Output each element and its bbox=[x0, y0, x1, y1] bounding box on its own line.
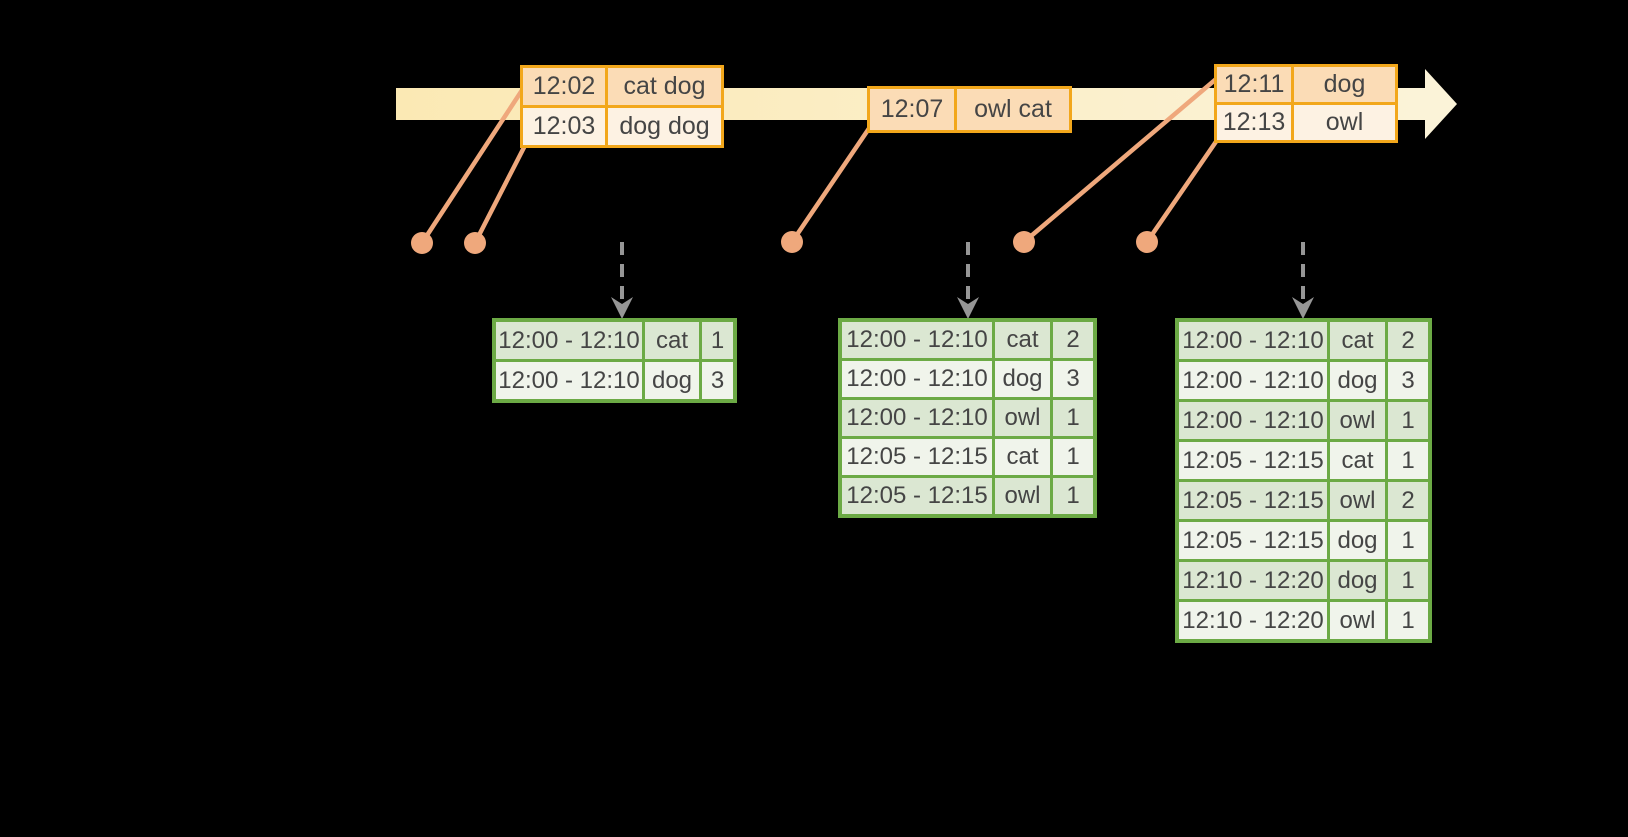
count-cell: 2 bbox=[1388, 482, 1428, 519]
arrow-right-icon bbox=[1425, 69, 1457, 139]
event-words-cell: owl cat bbox=[957, 89, 1069, 130]
word-cell: owl bbox=[1330, 482, 1385, 519]
word-cell: dog bbox=[645, 362, 699, 399]
word-cell: owl bbox=[995, 400, 1050, 436]
result-row: 12:05 - 12:15 cat 1 bbox=[1179, 442, 1428, 479]
word-cell: owl bbox=[1330, 402, 1385, 439]
connector-line-12-11 bbox=[1021, 71, 1225, 245]
window-cell: 12:00 - 12:10 bbox=[842, 400, 992, 436]
result-row: 12:05 - 12:15 cat 1 bbox=[842, 439, 1093, 475]
result-row: 12:00 - 12:10 owl 1 bbox=[1179, 402, 1428, 439]
word-cell: cat bbox=[995, 322, 1050, 358]
window-cell: 12:00 - 12:10 bbox=[1179, 402, 1327, 439]
event-row: 12:13 owl bbox=[1217, 105, 1395, 140]
connector-line-12-07 bbox=[789, 121, 875, 245]
count-cell: 2 bbox=[1053, 322, 1093, 358]
event-time-cell: 12:02 bbox=[523, 68, 605, 105]
result-row: 12:10 - 12:20 owl 1 bbox=[1179, 602, 1428, 639]
event-dot bbox=[781, 231, 803, 253]
count-cell: 3 bbox=[1388, 362, 1428, 399]
event-row: 12:02 cat dog bbox=[523, 68, 721, 105]
word-cell: cat bbox=[995, 439, 1050, 475]
event-dots bbox=[411, 231, 1158, 254]
result-row: 12:05 - 12:15 owl 2 bbox=[1179, 482, 1428, 519]
window-cell: 12:00 - 12:10 bbox=[1179, 322, 1327, 359]
window-cell: 12:10 - 12:20 bbox=[1179, 602, 1327, 639]
result-table-3: 12:00 - 12:10 cat 2 12:00 - 12:10 dog 3 … bbox=[1175, 318, 1432, 643]
event-table-1: 12:02 cat dog 12:03 dog dog bbox=[520, 65, 724, 148]
dashed-trigger-arrows bbox=[611, 242, 1314, 319]
event-dot bbox=[411, 232, 433, 254]
word-cell: cat bbox=[645, 322, 699, 359]
count-cell: 1 bbox=[1053, 439, 1093, 475]
event-row: 12:11 dog bbox=[1217, 67, 1395, 102]
result-table-1: 12:00 - 12:10 cat 1 12:00 - 12:10 dog 3 bbox=[492, 318, 737, 403]
window-cell: 12:00 - 12:10 bbox=[1179, 362, 1327, 399]
event-row: 12:07 owl cat bbox=[870, 89, 1069, 130]
result-row: 12:05 - 12:15 dog 1 bbox=[1179, 522, 1428, 559]
arrow-down-icon bbox=[1292, 297, 1314, 319]
result-row: 12:00 - 12:10 cat 2 bbox=[842, 322, 1093, 358]
event-words-cell: cat dog bbox=[608, 68, 721, 105]
word-cell: dog bbox=[1330, 562, 1385, 599]
event-time-cell: 12:11 bbox=[1217, 67, 1291, 102]
event-words-cell: dog dog bbox=[608, 108, 721, 145]
arrow-down-icon bbox=[611, 297, 633, 319]
window-cell: 12:00 - 12:10 bbox=[496, 322, 642, 359]
window-cell: 12:00 - 12:10 bbox=[842, 322, 992, 358]
count-cell: 1 bbox=[1053, 400, 1093, 436]
window-cell: 12:05 - 12:15 bbox=[842, 439, 992, 475]
connector-line-12-13 bbox=[1144, 127, 1227, 245]
count-cell: 1 bbox=[1388, 402, 1428, 439]
event-dot bbox=[1136, 231, 1158, 253]
event-row: 12:03 dog dog bbox=[523, 108, 721, 145]
connector-line-12-02 bbox=[419, 75, 533, 246]
word-cell: dog bbox=[1330, 522, 1385, 559]
result-row: 12:10 - 12:20 dog 1 bbox=[1179, 562, 1428, 599]
event-time-cell: 12:03 bbox=[523, 108, 605, 145]
window-cell: 12:05 - 12:15 bbox=[1179, 522, 1327, 559]
count-cell: 1 bbox=[1053, 478, 1093, 514]
event-words-cell: dog bbox=[1294, 67, 1395, 102]
event-table-3: 12:11 dog 12:13 owl bbox=[1214, 64, 1398, 143]
event-time-cell: 12:13 bbox=[1217, 105, 1291, 140]
word-cell: cat bbox=[1330, 442, 1385, 479]
result-row: 12:00 - 12:10 owl 1 bbox=[842, 400, 1093, 436]
window-cell: 12:10 - 12:20 bbox=[1179, 562, 1327, 599]
count-cell: 1 bbox=[1388, 442, 1428, 479]
window-cell: 12:05 - 12:15 bbox=[1179, 442, 1327, 479]
result-row: 12:00 - 12:10 dog 3 bbox=[496, 362, 733, 399]
word-cell: owl bbox=[1330, 602, 1385, 639]
count-cell: 2 bbox=[1388, 322, 1428, 359]
count-cell: 1 bbox=[702, 322, 733, 359]
count-cell: 3 bbox=[702, 362, 733, 399]
result-row: 12:05 - 12:15 owl 1 bbox=[842, 478, 1093, 514]
result-row: 12:00 - 12:10 cat 1 bbox=[496, 322, 733, 359]
count-cell: 1 bbox=[1388, 522, 1428, 559]
result-table-2: 12:00 - 12:10 cat 2 12:00 - 12:10 dog 3 … bbox=[838, 318, 1097, 518]
word-cell: dog bbox=[995, 361, 1050, 397]
event-words-cell: owl bbox=[1294, 105, 1395, 140]
count-cell: 1 bbox=[1388, 562, 1428, 599]
event-dot bbox=[1013, 231, 1035, 253]
count-cell: 1 bbox=[1388, 602, 1428, 639]
word-cell: dog bbox=[1330, 362, 1385, 399]
window-cell: 12:05 - 12:15 bbox=[842, 478, 992, 514]
word-cell: cat bbox=[1330, 322, 1385, 359]
window-cell: 12:05 - 12:15 bbox=[1179, 482, 1327, 519]
window-cell: 12:00 - 12:10 bbox=[496, 362, 642, 399]
arrow-down-icon bbox=[957, 297, 979, 319]
result-row: 12:00 - 12:10 dog 3 bbox=[1179, 362, 1428, 399]
event-table-2: 12:07 owl cat bbox=[867, 86, 1072, 133]
event-dot bbox=[464, 232, 486, 254]
result-row: 12:00 - 12:10 dog 3 bbox=[842, 361, 1093, 397]
result-row: 12:00 - 12:10 cat 2 bbox=[1179, 322, 1428, 359]
word-cell: owl bbox=[995, 478, 1050, 514]
count-cell: 3 bbox=[1053, 361, 1093, 397]
event-time-cell: 12:07 bbox=[870, 89, 954, 130]
window-cell: 12:00 - 12:10 bbox=[842, 361, 992, 397]
